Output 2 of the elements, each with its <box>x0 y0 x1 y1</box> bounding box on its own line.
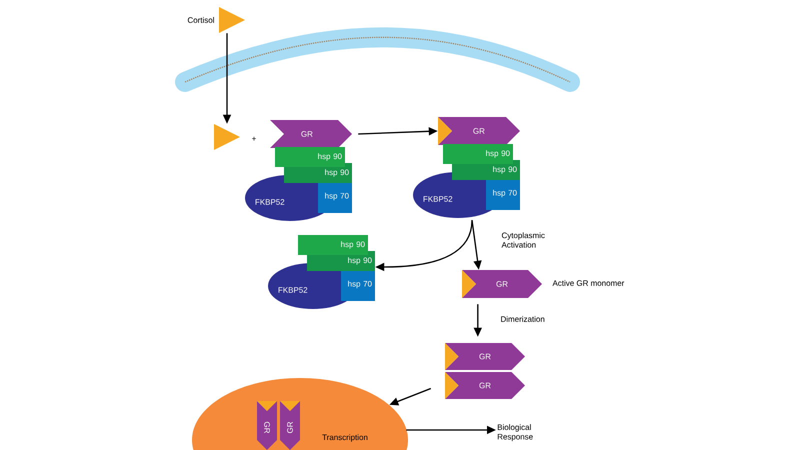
cortisol-triangle <box>219 7 245 33</box>
cortisol-triangle <box>214 124 240 150</box>
